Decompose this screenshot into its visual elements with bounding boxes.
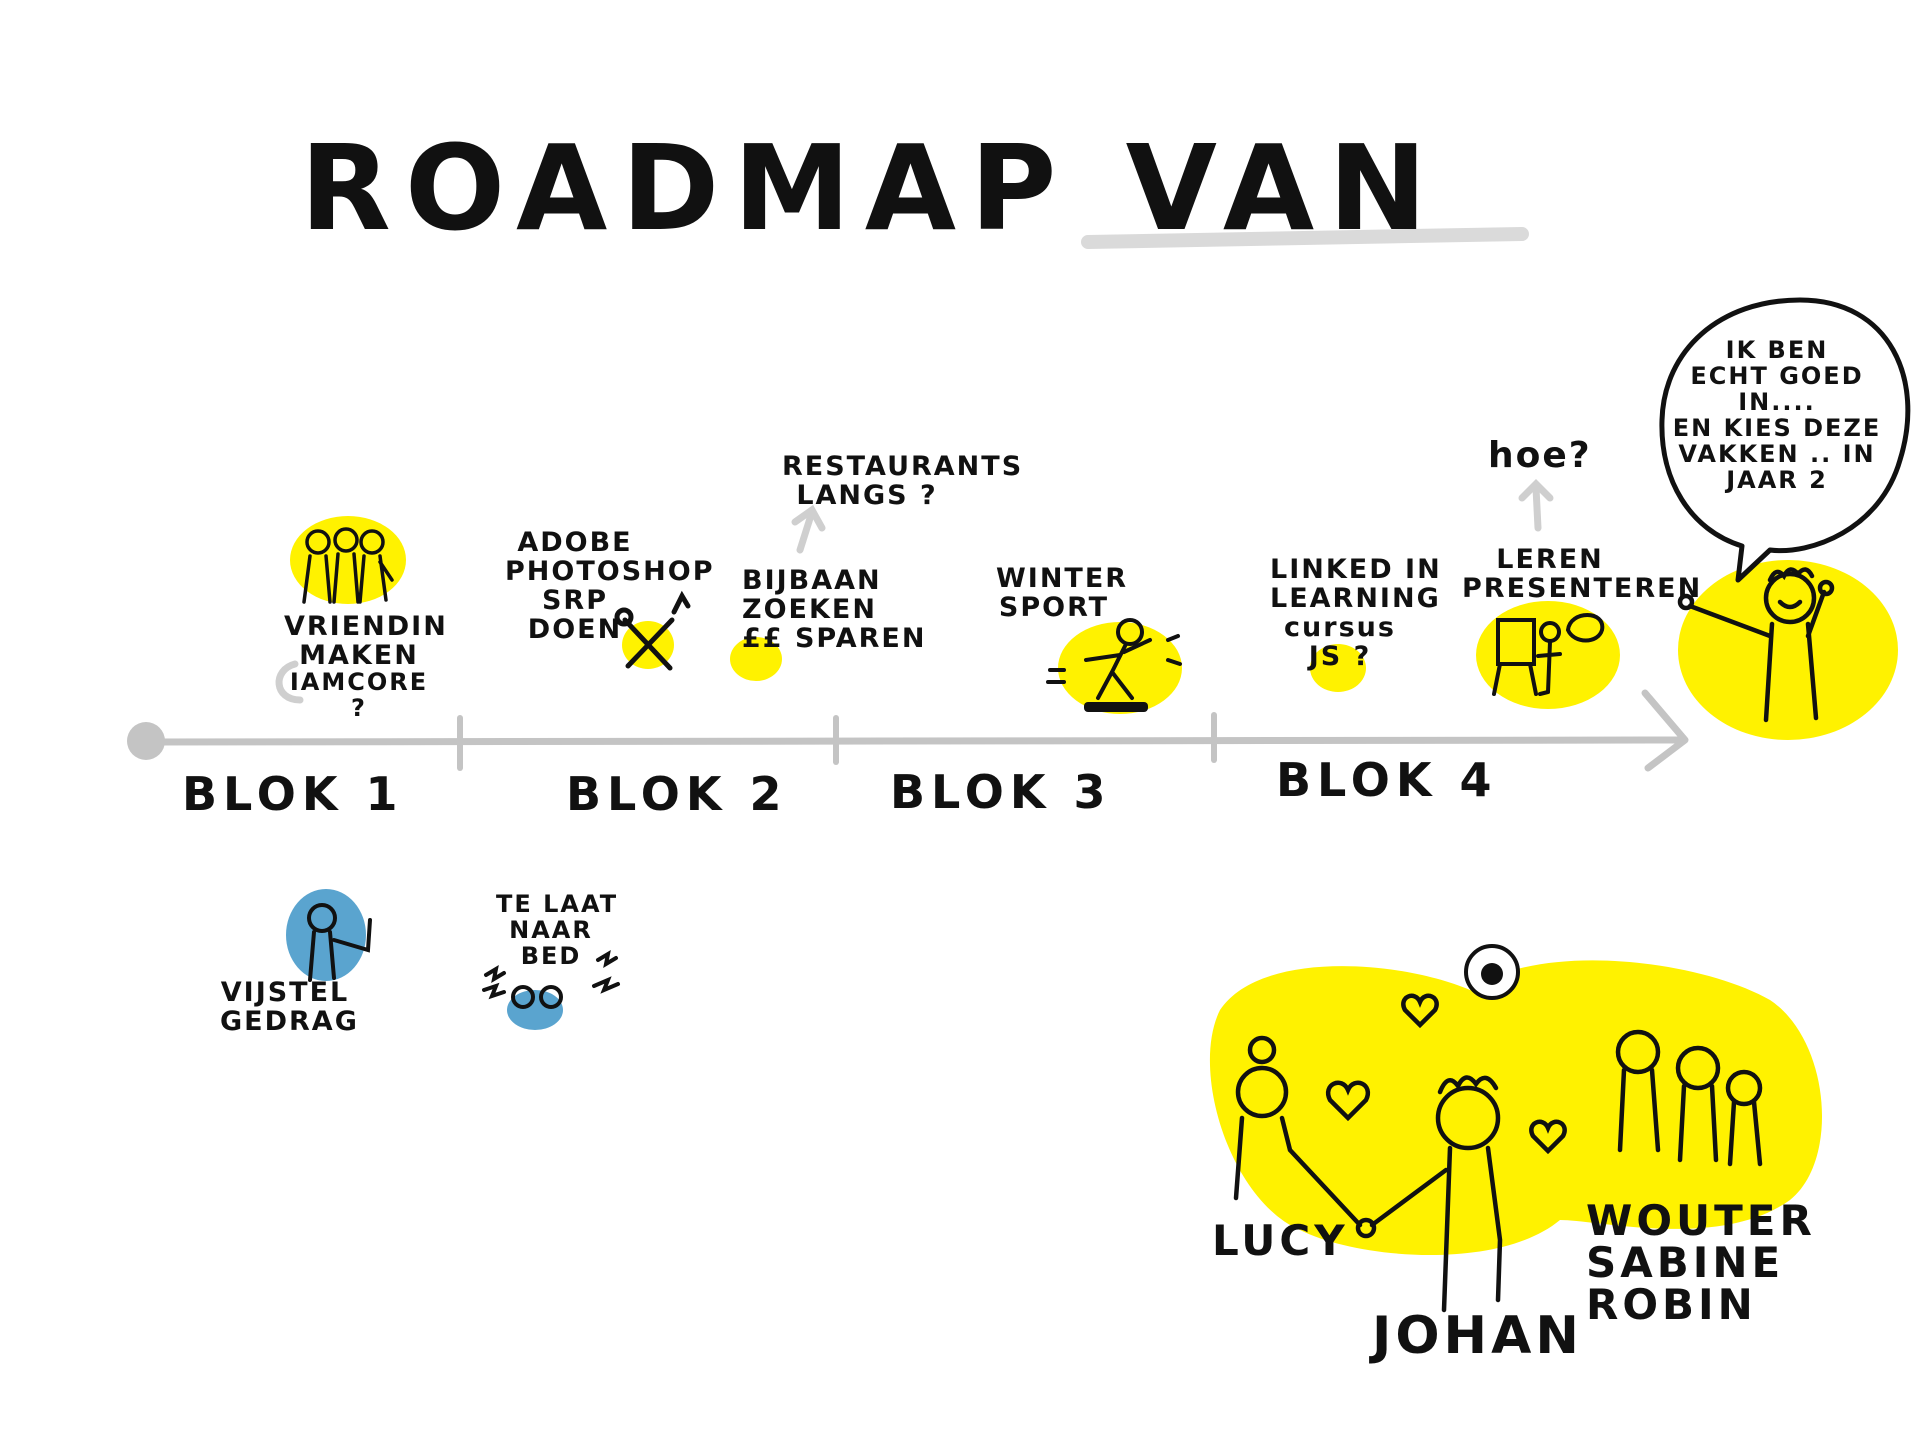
timeline-line [141,736,1686,746]
speech-bubble-text: IK BEN ECHT GOED IN.... EN KIES DEZE VAK… [1672,336,1882,494]
tools-icon [614,590,691,671]
block-label-2: BLOK 2 [566,767,788,821]
page-title: ROADMAP VAN [300,119,1441,257]
money-highlight [730,637,782,681]
money-symbol: ££ [742,623,784,655]
friends-group-icon [290,516,406,604]
note-leren-presenteren: LEREN PRESENTEREN [1462,544,1703,605]
note-uitstelgedrag: VIJSTEL GEDRAG [220,977,359,1038]
title-blank-line [1081,227,1529,249]
arrow-up-icon-2 [1518,479,1554,532]
tired-eyes-icon [482,949,620,1030]
timeline-start-dot [127,722,165,760]
block-label-1: BLOK 1 [182,767,404,821]
timeline-arrowhead [1641,689,1689,772]
note-winter-sport: WINTER SPORT [996,563,1129,624]
note-adobe: ADOBE PHOTOSHOP SRP DOEN [505,527,715,646]
note-linkedin: LINKED IN LEARNING cursus JS ? [1270,554,1442,673]
person-name-johan: JOHAN [1372,1306,1583,1366]
timeline [127,689,1689,772]
js-highlight [1310,644,1366,692]
procrastination-icon [286,889,372,982]
person-name-lucy: LUCY [1212,1216,1349,1265]
note-vrienden: VRIENDIN MAKEN IAMCORE ? [284,611,448,723]
block-label-3: BLOK 3 [890,765,1112,819]
note-te-laat-naar-bed: TE LAAT NAAR BED [496,890,619,970]
block-label-4: BLOK 4 [1276,753,1498,807]
arrow-up-icon [791,504,826,554]
happy-person-icon [1677,560,1898,740]
person-names-group: WOUTER SABINE ROBIN [1586,1196,1816,1329]
speech-bubble [1659,297,1911,583]
curved-arrow-icon [275,660,304,704]
note-restaurants: RESTAURANTS LANGS ? [782,451,1024,512]
snowboarder-icon [1046,618,1182,714]
note-bijbaan: BIJBAAN ZOEKEN ££ SPAREN [742,565,927,655]
presenter-icon [1476,601,1620,709]
note-hoe: hoe? [1488,435,1592,476]
people-group-illustration [1209,944,1823,1313]
